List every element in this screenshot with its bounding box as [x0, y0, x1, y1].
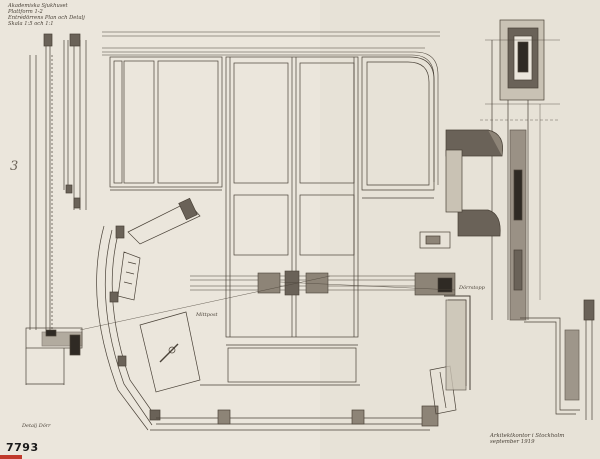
- title-line-4: Skala 1:5 och 1:1: [8, 20, 54, 27]
- title-line-1: Akademiska Sjukhuset: [8, 3, 68, 9]
- label-stay: Dörrstopp: [459, 285, 485, 291]
- door-elevation: [109, 56, 435, 386]
- margin-mark: 3: [10, 159, 19, 174]
- plan-section: [79, 270, 456, 331]
- right-details: [419, 19, 595, 420]
- signature-block: Arkitektkontor i Stockholm september 191…: [490, 433, 564, 445]
- archive-number: 7793: [6, 441, 39, 454]
- booth-plan: [96, 197, 457, 431]
- scale-note: Detalj Dörr: [22, 423, 51, 429]
- title-line-2: Plattform 1-2: [8, 8, 43, 15]
- label-mullion: Mittpost: [196, 312, 218, 318]
- signature-line-2: september 1919: [490, 439, 535, 446]
- title-line-3: Entrédörrens Plan och Detalj: [8, 14, 85, 21]
- title-block: Akademiska Sjukhuset Plattform 1-2 Entré…: [8, 3, 85, 28]
- archive-color-strip: [0, 455, 22, 459]
- signature-line-1: Arkitektkontor i Stockholm: [490, 433, 565, 439]
- left-vertical-section: [25, 33, 87, 385]
